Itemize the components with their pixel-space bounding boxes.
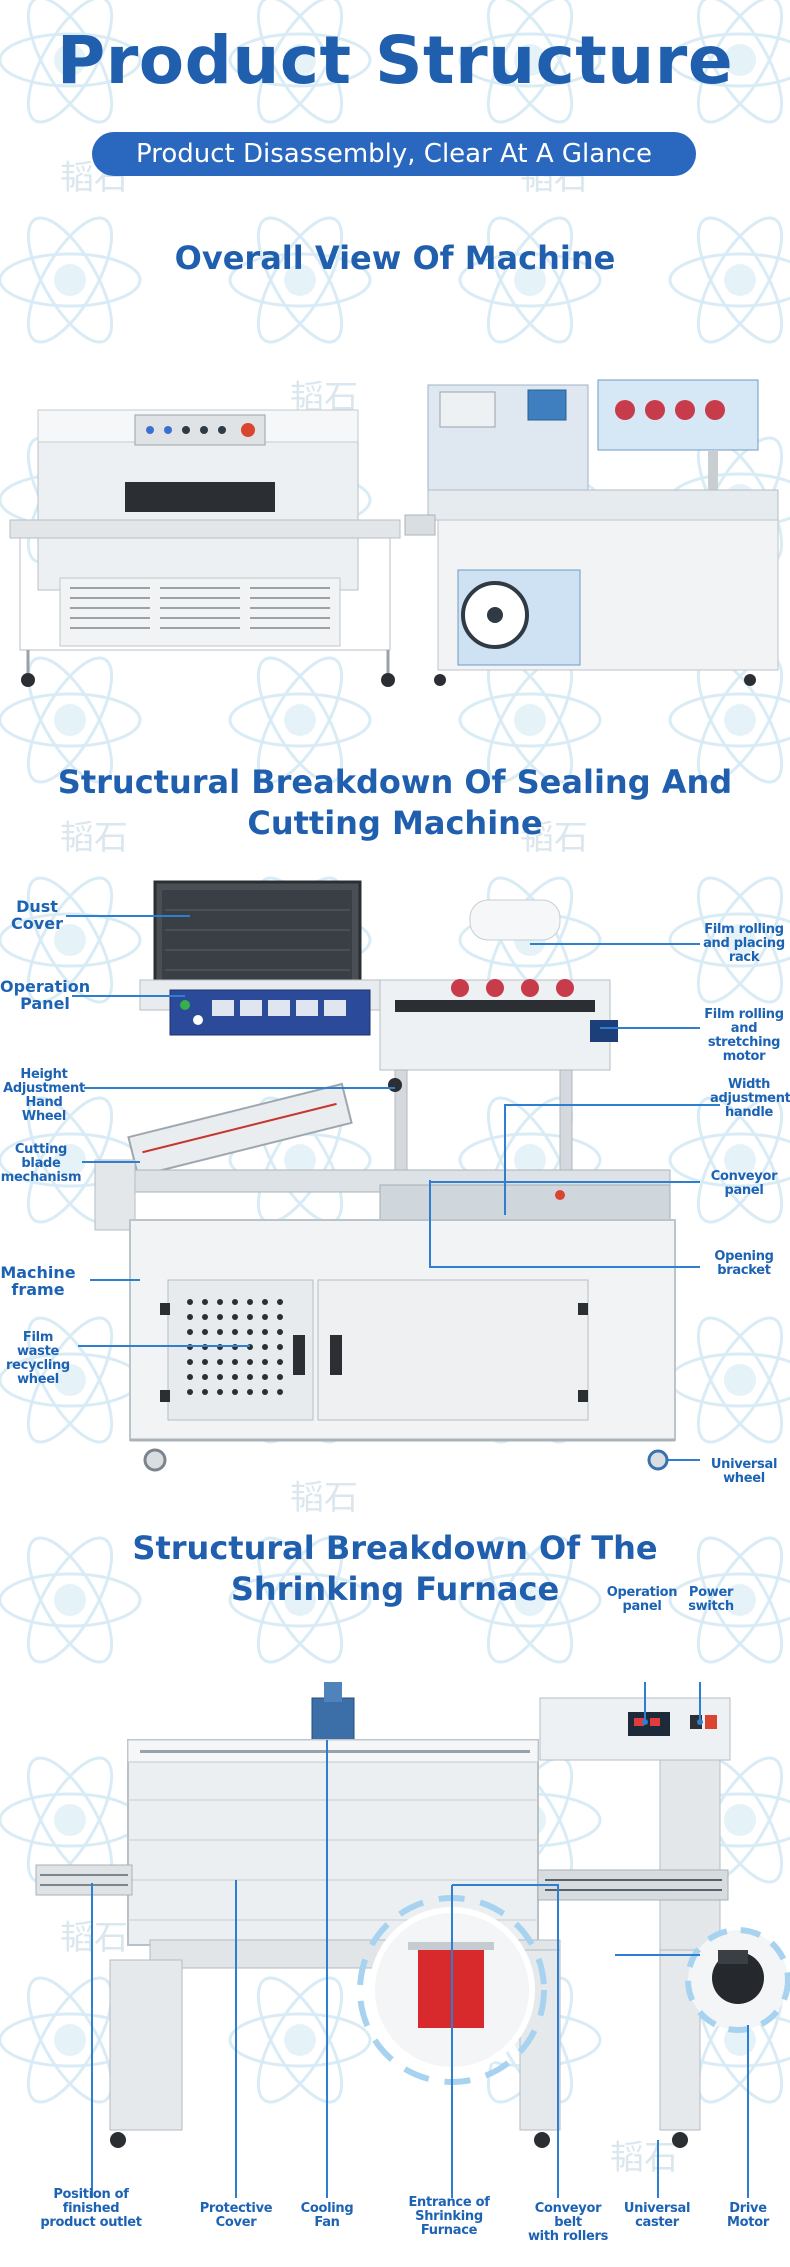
section-title-sealing-line1: Structural Breakdown Of Sealing And [57, 763, 733, 801]
label-protective-cover: Protective Cover [199, 2201, 273, 2230]
label-furnace-entrance: Entrance of Shrinking Furnace [408, 2195, 490, 2238]
label-universal-caster: Universal caster [623, 2201, 691, 2230]
label-opening-bracket: Opening bracket [714, 1249, 774, 1278]
label-furnace-operation-panel: Operation panel [606, 1585, 678, 1614]
label-power-switch: Power switch [688, 1585, 734, 1614]
label-film-rolling-rack: Film rolling and placing rack [703, 922, 785, 965]
label-cutting-blade-mechanism: Cutting blade mechanism [0, 1142, 82, 1185]
section-title-furnace-line1: Structural Breakdown Of The [132, 1529, 658, 1567]
subtitle-pill: Product Disassembly, Clear At A Glance [92, 132, 696, 176]
l-sealer-machine [404, 379, 779, 686]
sealing-machine-body [94, 880, 676, 1472]
furnace-body [35, 1682, 790, 2148]
label-film-stretching-motor: Film rolling and stretching motor [704, 1007, 784, 1064]
furnace-illustration [35, 1682, 790, 2198]
label-universal-wheel: Universal wheel [710, 1457, 778, 1486]
label-machine-frame: Machine frame [0, 1263, 76, 1299]
label-conveyor-belt-rollers: Conveyor belt with rollers [527, 2201, 609, 2244]
label-height-adjustment-wheel: Height Adjustment Hand Wheel [3, 1067, 85, 1124]
label-drive-motor: Drive Motor [727, 2201, 769, 2230]
label-product-outlet: Position of finished product outlet [40, 2187, 142, 2230]
shrink-tunnel-machine [9, 409, 401, 687]
label-film-waste-recycling-wheel: Film waste recycling wheel [6, 1330, 70, 1387]
section-title-overall: Overall View Of Machine [174, 239, 616, 277]
label-operation-panel: Operation Panel [0, 977, 91, 1013]
sealing-machine-illustration [66, 880, 720, 1472]
page-title: Product Structure [56, 22, 734, 99]
overall-machines-illustration [9, 379, 779, 687]
label-width-adjustment-handle: Width adjustment handle [710, 1077, 790, 1120]
section-title-sealing-line2: Cutting Machine [247, 804, 543, 842]
label-cooling-fan: Cooling Fan [300, 2201, 354, 2230]
label-dust-cover: Dust Cover [11, 897, 63, 933]
label-conveyor-panel: Conveyor panel [710, 1169, 778, 1198]
